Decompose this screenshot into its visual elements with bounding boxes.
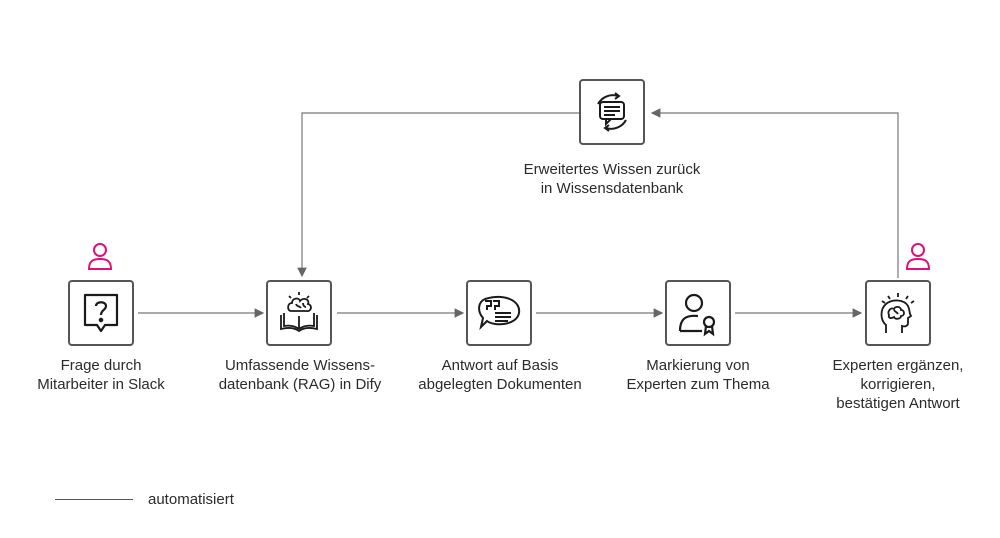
feedback-label: Erweitertes Wissen zurück in Wissensdate… bbox=[495, 160, 729, 198]
step-label-line: bestätigen Antwort bbox=[836, 395, 960, 412]
step-label-line: Umfassende Wissens- bbox=[224, 357, 376, 374]
arrow-feedback-to-wissensdatenbank bbox=[297, 112, 579, 278]
step-label-line: Frage durch bbox=[60, 357, 142, 374]
feedback-node bbox=[579, 79, 645, 145]
step-label-line: datenbank (RAG) in Dify bbox=[218, 376, 382, 393]
step-wissensdatenbank-label: Umfassende Wissens- datenbank (RAG) in D… bbox=[205, 356, 395, 394]
step-label-line: Experten ergänzen, bbox=[832, 357, 964, 374]
step-label-line: abgelegten Dokumenten bbox=[418, 376, 582, 393]
step-label-line: korrigieren, bbox=[860, 376, 936, 393]
step-markierung-node bbox=[665, 280, 731, 346]
step-antwort-label: Antwort auf Basis abgelegten Dokumenten bbox=[405, 356, 595, 394]
brain-head-icon bbox=[880, 293, 915, 333]
quote-chat-icon bbox=[478, 295, 521, 331]
step-markierung-label: Markierung von Experten zum Thema bbox=[605, 356, 791, 394]
step-label-line: Antwort auf Basis bbox=[441, 357, 559, 374]
step-wissensdatenbank-node bbox=[266, 280, 332, 346]
chat-cycle-icon bbox=[597, 92, 627, 132]
arrow-experten-to-feedback bbox=[650, 108, 899, 278]
person-icon bbox=[87, 243, 113, 270]
step-experten-label: Experten ergänzen, korrigieren, bestätig… bbox=[817, 356, 979, 413]
feedback-label-line: in Wissensdatenbank bbox=[540, 180, 684, 197]
step-label-line: Experten zum Thema bbox=[626, 376, 770, 393]
legend-label: automatisiert bbox=[148, 491, 234, 508]
step-label-line: Markierung von bbox=[646, 357, 750, 374]
step-frage-node bbox=[68, 280, 134, 346]
step-experten-node bbox=[865, 280, 931, 346]
person-icon bbox=[905, 243, 931, 270]
step-antwort-node bbox=[466, 280, 532, 346]
expert-badge-icon bbox=[678, 293, 716, 337]
feedback-label-line: Erweitertes Wissen zurück bbox=[523, 161, 701, 178]
brain-book-icon bbox=[280, 292, 318, 333]
question-bubble-icon bbox=[83, 293, 119, 333]
step-frage-label: Frage durch Mitarbeiter in Slack bbox=[23, 356, 179, 394]
legend-line bbox=[55, 499, 133, 500]
step-label-line: Mitarbeiter in Slack bbox=[37, 376, 165, 393]
